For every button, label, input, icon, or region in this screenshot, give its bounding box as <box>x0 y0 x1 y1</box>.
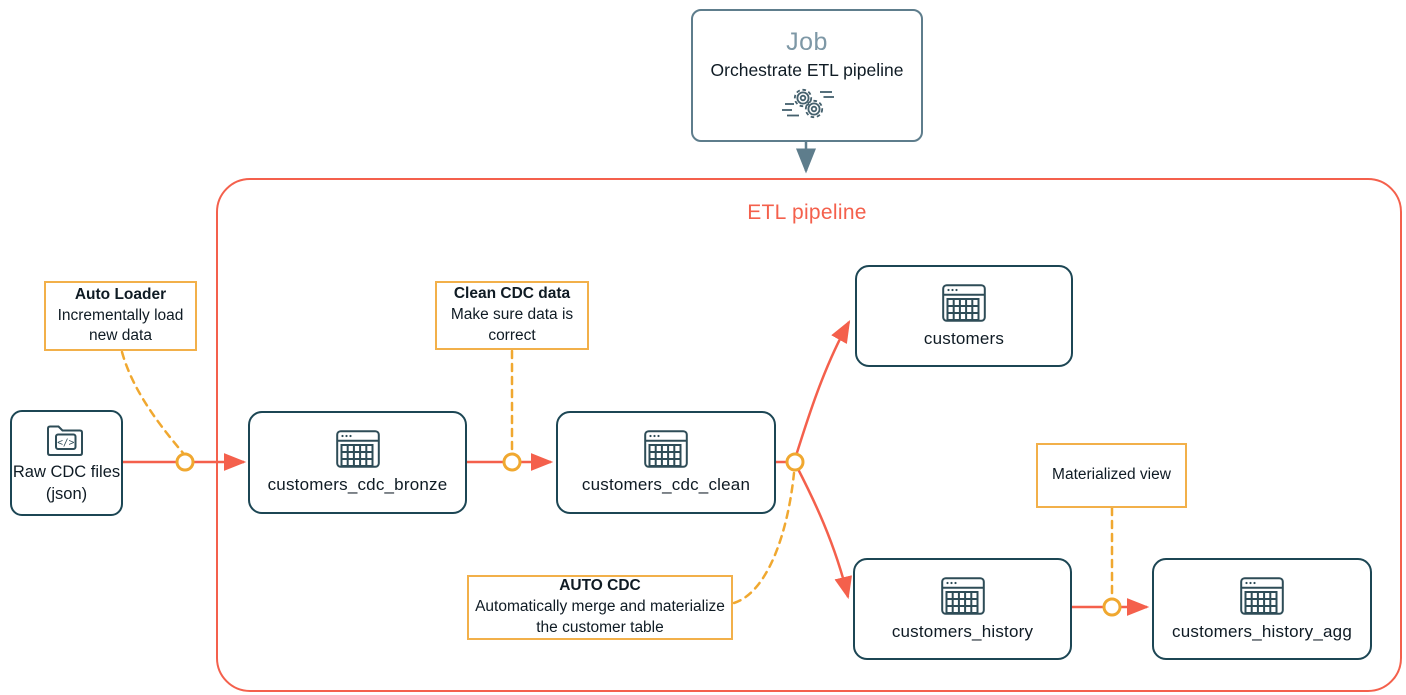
node-customers-cdc-clean: customers_cdc_clean <box>556 411 776 514</box>
annotation-body: Make sure data is correct <box>450 306 574 344</box>
table-icon <box>1240 576 1284 615</box>
node-label: customers_cdc_bronze <box>267 475 448 494</box>
table-icon <box>942 283 986 322</box>
svg-text:</>: </> <box>57 438 74 449</box>
source-label: Raw CDC files (json) <box>12 463 121 503</box>
annotation-clean-cdc-data: Clean CDC data Make sure data is correct <box>435 281 589 350</box>
node-label: customers_cdc_clean <box>581 475 751 494</box>
table-icon <box>940 576 985 615</box>
node-customers: customers <box>855 265 1073 367</box>
source-raw-cdc-files: </> Raw CDC files (json) <box>10 410 123 516</box>
table-icon <box>644 430 688 468</box>
job-title: Job <box>786 27 828 56</box>
gears-icon <box>778 84 836 124</box>
node-customers-cdc-bronze: customers_cdc_bronze <box>248 411 467 514</box>
node-label: customers_history_agg <box>1172 621 1352 641</box>
table-icon <box>335 430 380 468</box>
annotation-body: Incrementally load new data <box>57 306 184 345</box>
code-folder-icon: </> <box>44 421 90 459</box>
node-customers-history: customers_history <box>853 558 1072 660</box>
annotation-title: AUTO CDC <box>559 577 641 595</box>
annotation-materialized-view: Materialized view <box>1036 443 1187 508</box>
job-box: Job Orchestrate ETL pipeline <box>691 9 923 142</box>
annotation-title: Clean CDC data <box>453 285 571 303</box>
annotation-auto-cdc: AUTO CDC Automatically merge and materia… <box>467 575 733 640</box>
job-subtitle: Orchestrate ETL pipeline <box>710 59 904 80</box>
node-customers-history-agg: customers_history_agg <box>1152 558 1372 660</box>
junction-ring-auto-loader <box>175 452 195 472</box>
etl-pipeline-container <box>216 178 1402 692</box>
node-label: customers_history <box>891 621 1034 641</box>
annotation-body: Automatically merge and materialize the … <box>475 598 725 636</box>
annotation-body: Materialized view <box>1052 466 1171 484</box>
leader-auto-loader <box>120 350 185 455</box>
annotation-title: Auto Loader <box>74 285 167 303</box>
etl-pipeline-title: ETL pipeline <box>747 201 867 224</box>
node-label: customers <box>923 328 1005 348</box>
annotation-auto-loader: Auto Loader Incrementally load new data <box>44 281 197 351</box>
